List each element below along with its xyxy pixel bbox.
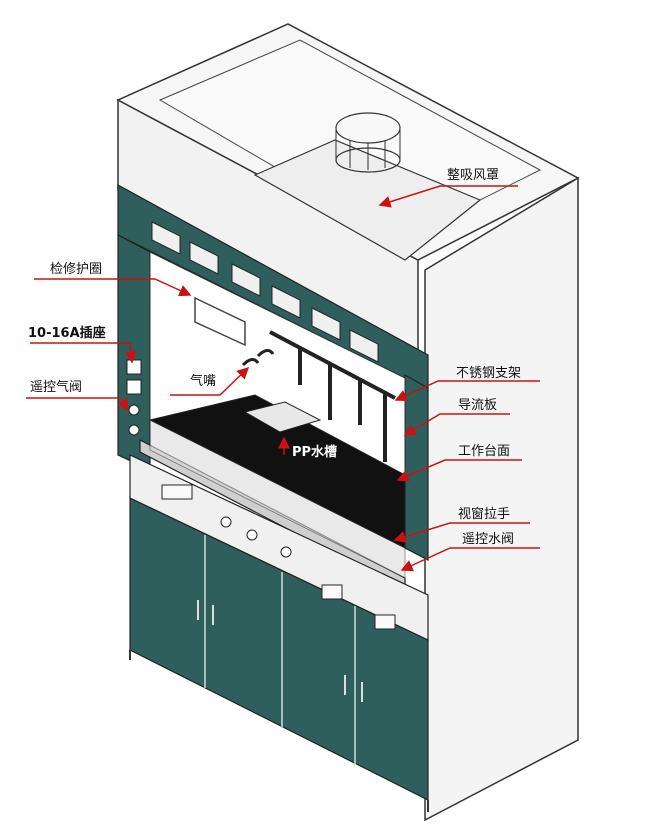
label-access-guard: 检修护圈 xyxy=(50,262,103,277)
label-steel-frame: 不锈钢支架 xyxy=(456,366,522,381)
socket-box xyxy=(126,359,142,375)
label-socket: 10-16A插座 xyxy=(28,326,106,341)
leader-lines xyxy=(26,185,540,572)
door-handles xyxy=(197,600,363,702)
vents xyxy=(151,221,379,363)
gas-valve-knob xyxy=(128,404,140,416)
steel-frame xyxy=(269,330,396,462)
label-baffle: 导流板 xyxy=(458,398,498,413)
gas-nozzles xyxy=(241,349,275,367)
access-guard xyxy=(194,296,246,347)
label-remote-gas-valve: 遥控气阀 xyxy=(30,380,83,395)
pp-sink xyxy=(243,401,322,433)
label-gas-nozzle: 气嘴 xyxy=(190,374,217,389)
label-worktop: 工作台面 xyxy=(458,444,511,459)
label-remote-water-valve: 遥控水阀 xyxy=(462,532,515,547)
label-sink: PP水槽 xyxy=(290,445,340,461)
label-exhaust-hood: 整吸风罩 xyxy=(447,168,500,183)
side-panel xyxy=(424,176,579,822)
exhaust-funnel xyxy=(253,139,482,261)
label-sash-handle: 视窗拉手 xyxy=(458,507,511,522)
